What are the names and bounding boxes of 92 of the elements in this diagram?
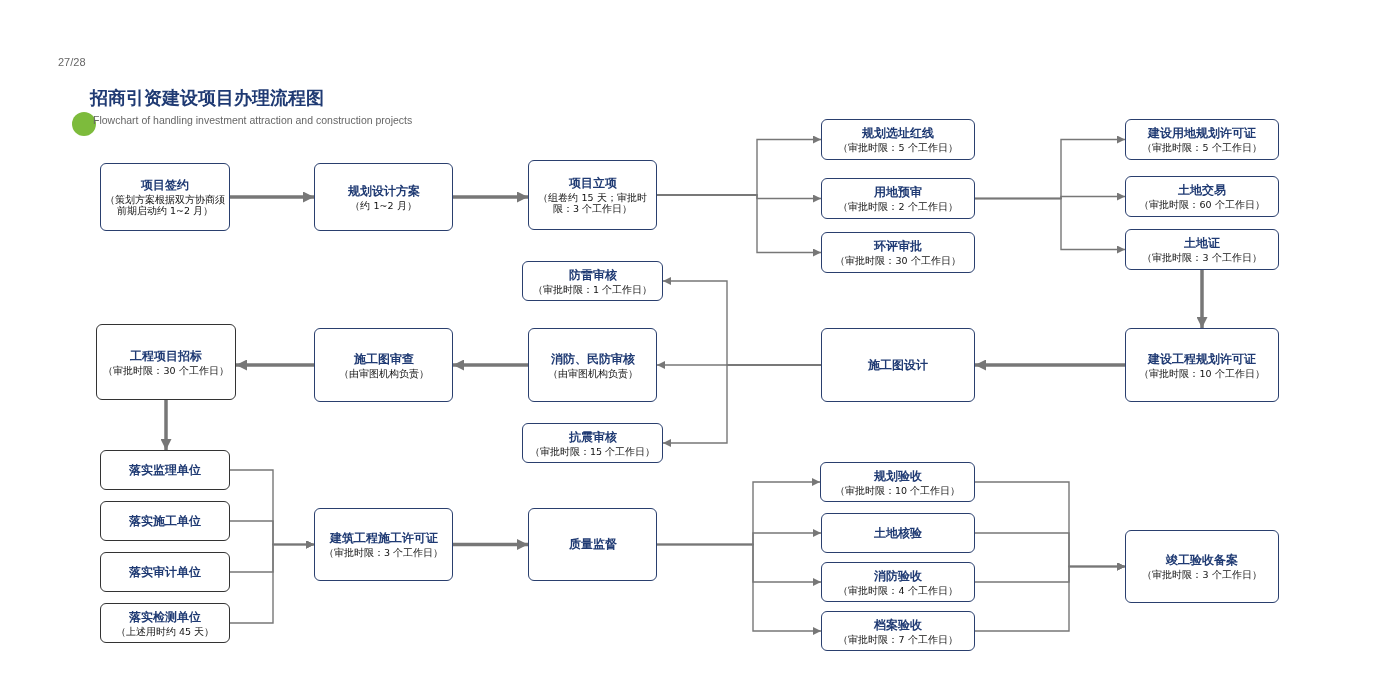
page-number: 27/28 xyxy=(58,56,86,68)
process-box xyxy=(100,552,230,592)
process-box xyxy=(528,160,657,230)
step-title: 规划验收 xyxy=(873,468,922,484)
step-note: （由审图机构负责） xyxy=(547,367,638,379)
arrow xyxy=(974,562,1126,632)
step-note: （审批时限：60 个工作日） xyxy=(1139,199,1265,210)
step-note: （约 1~2 月） xyxy=(350,199,417,211)
process-box xyxy=(1125,229,1279,270)
subtitle: Flowchart of handling investment attraction and construction projects xyxy=(93,114,413,126)
step-title: 规划设计方案 xyxy=(347,183,420,199)
arrow xyxy=(1196,270,1208,328)
process-box xyxy=(821,328,975,402)
step-title: 土地交易 xyxy=(1178,183,1226,198)
step-title: 用地预审 xyxy=(874,185,922,200)
arrow xyxy=(453,191,528,203)
process-box xyxy=(522,261,663,301)
process-box xyxy=(821,611,975,651)
arrow xyxy=(160,400,172,450)
arrow xyxy=(656,543,822,635)
step-title: 项目立项 xyxy=(568,176,617,191)
arrow xyxy=(453,359,528,371)
step-note: （策划方案根据双方协商须前期启动约 1~2 月） xyxy=(105,194,225,216)
step-note: （审批时限：2 个工作日） xyxy=(838,201,958,212)
process-box xyxy=(100,163,230,231)
arrow xyxy=(229,540,315,624)
step-note: （上述用时约 45 天） xyxy=(115,625,215,637)
process-box xyxy=(100,450,230,490)
step-title: 质量监督 xyxy=(568,537,617,552)
step-title: 建筑工程施工许可证 xyxy=(329,531,438,546)
process-box xyxy=(314,508,453,581)
step-title: 消防验收 xyxy=(874,568,922,584)
process-box xyxy=(314,163,453,231)
step-note: （审批时限：4 个工作日） xyxy=(838,584,958,596)
step-title: 防雷审核 xyxy=(568,267,617,283)
step-title: 消防、民防审核 xyxy=(550,351,635,367)
arrow xyxy=(662,364,822,447)
step-note: （审批时限：10 个工作日） xyxy=(834,484,961,496)
step-note: （审批时限：3 个工作日） xyxy=(323,547,444,558)
step-title: 建设工程规划许可证 xyxy=(1148,351,1256,367)
step-title: 项目签约 xyxy=(141,178,189,193)
process-box xyxy=(821,513,975,553)
step-note: （审批时限：3 个工作日） xyxy=(1142,569,1262,580)
process-box xyxy=(100,603,230,643)
step-title: 落实监理单位 xyxy=(129,462,201,478)
step-title: 施工图设计 xyxy=(868,357,928,373)
step-title: 落实审计单位 xyxy=(129,564,201,580)
arrow xyxy=(453,539,528,550)
step-note: （由审图机构负责） xyxy=(338,367,429,379)
process-box xyxy=(1125,530,1279,603)
step-note: （组卷约 15 天；审批时限：3 个工作日） xyxy=(537,192,648,214)
step-title: 落实检测单位 xyxy=(129,609,201,625)
step-note: （审批时限：5 个工作日） xyxy=(838,142,958,153)
arrow xyxy=(656,194,822,257)
process-box xyxy=(1125,119,1279,160)
process-box xyxy=(314,328,453,402)
arrow xyxy=(975,359,1125,371)
process-box xyxy=(821,178,975,219)
step-title: 规划选址红线 xyxy=(862,126,934,141)
step-title: 档案验收 xyxy=(874,617,922,633)
step-note: （审批时限：15 个工作日） xyxy=(529,445,656,457)
process-box xyxy=(528,508,657,581)
arrow xyxy=(236,359,314,371)
step-title: 土地证 xyxy=(1184,236,1220,251)
step-title: 建设用地规划许可证 xyxy=(1148,126,1256,141)
step-note: （审批时限：3 个工作日） xyxy=(1142,252,1262,263)
step-title: 抗震审核 xyxy=(568,429,617,445)
step-title: 竣工验收备案 xyxy=(1166,553,1238,568)
title: 招商引资建设项目办理流程图 xyxy=(90,86,324,110)
step-note: （审批时限：30 个工作日） xyxy=(835,255,961,266)
step-title: 施工图审查 xyxy=(353,351,414,367)
process-box xyxy=(1125,328,1279,402)
step-note: （审批时限：1 个工作日） xyxy=(532,283,653,295)
process-box xyxy=(1125,176,1279,217)
arrow xyxy=(230,191,314,203)
step-note: （审批时限：10 个工作日） xyxy=(1139,367,1265,379)
process-box xyxy=(821,562,975,602)
process-box xyxy=(96,324,236,400)
step-note: （审批时限：30 个工作日） xyxy=(103,364,229,376)
step-note: （审批时限：5 个工作日） xyxy=(1142,142,1262,153)
process-box xyxy=(522,423,663,463)
process-box xyxy=(820,462,975,502)
step-title: 土地核验 xyxy=(874,525,922,541)
step-title: 工程项目招标 xyxy=(130,348,202,364)
step-note: （审批时限：7 个工作日） xyxy=(838,633,958,645)
process-box xyxy=(528,328,657,402)
process-box xyxy=(821,119,975,160)
arrow xyxy=(974,197,1126,254)
step-title: 环评审批 xyxy=(874,239,922,254)
process-box xyxy=(100,501,230,541)
step-title: 落实施工单位 xyxy=(129,513,201,529)
process-box xyxy=(821,232,975,273)
